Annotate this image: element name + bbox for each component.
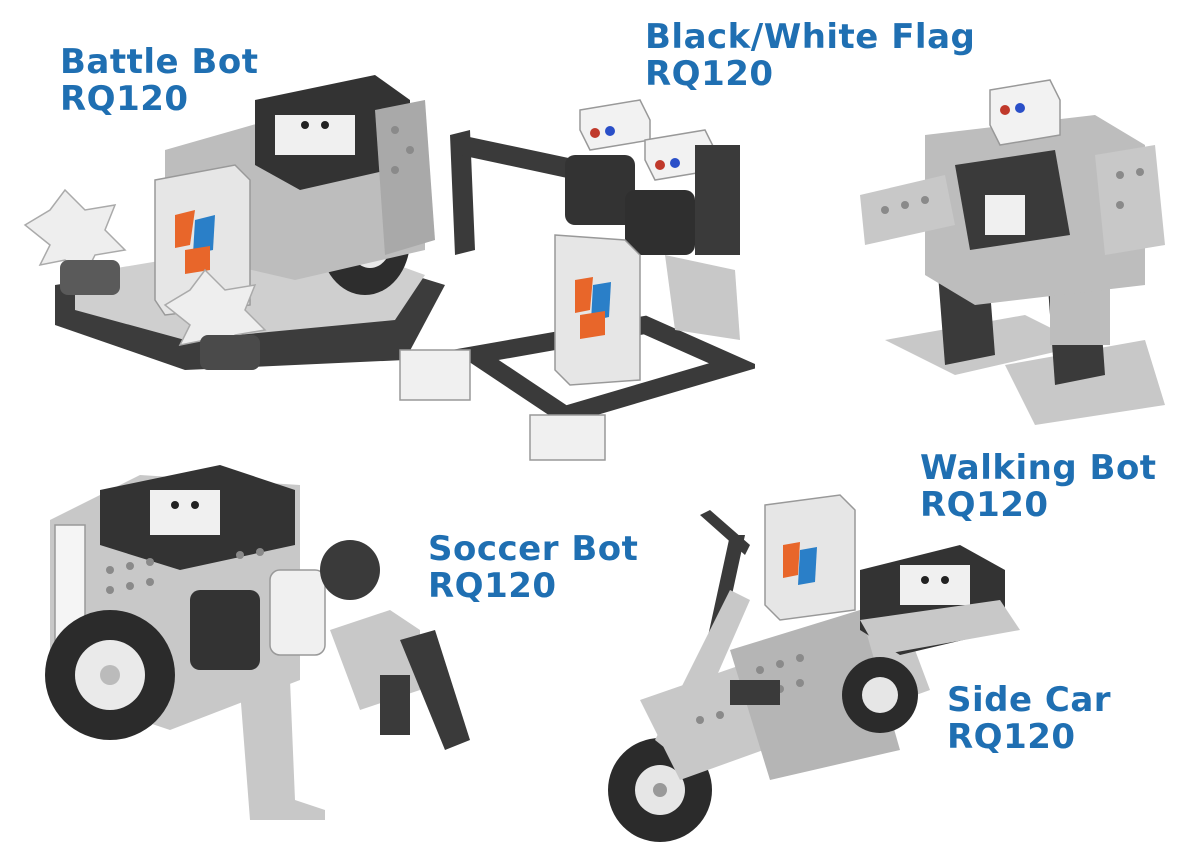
side-car-image bbox=[600, 490, 1030, 845]
label-walking-bot: Walking Bot RQ120 bbox=[920, 450, 1157, 524]
robot-name: Soccer Bot bbox=[428, 529, 639, 569]
battle-bot-image bbox=[15, 70, 455, 380]
soccer-bot-image bbox=[40, 460, 480, 830]
label-soccer-bot: Soccer Bot RQ120 bbox=[428, 531, 638, 605]
label-side-car: Side Car RQ120 bbox=[947, 682, 1111, 756]
robot-model: RQ120 bbox=[947, 717, 1076, 757]
robot-name: Black/White Flag bbox=[645, 17, 976, 57]
robot-model: RQ120 bbox=[920, 485, 1049, 525]
robot-name: Side Car bbox=[947, 680, 1112, 720]
label-black-white-flag: Black/White Flag RQ120 bbox=[645, 19, 975, 93]
walking-bot-image bbox=[855, 75, 1170, 445]
robot-model: RQ120 bbox=[645, 54, 774, 94]
robot-name: Walking Bot bbox=[920, 448, 1157, 488]
robot-name: Battle Bot bbox=[60, 42, 259, 82]
black-white-flag-image bbox=[395, 95, 755, 465]
label-battle-bot: Battle Bot RQ120 bbox=[60, 44, 258, 118]
robot-model: RQ120 bbox=[428, 566, 557, 606]
robot-model: RQ120 bbox=[60, 79, 189, 119]
